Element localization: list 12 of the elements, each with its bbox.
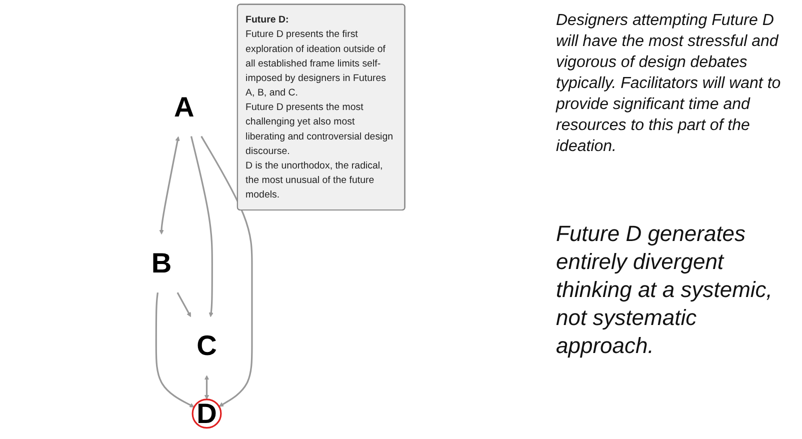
node-circle: D xyxy=(192,398,222,429)
italic-note: Future D generates entirely divergent thinking at a systemic, not systematic approach. xyxy=(556,220,774,360)
italic-note: Designers attempting Future D will have the most stressful and vigorous of design debates typically. Facilitators will want to provide significant time and resources to this part of the ideation. xyxy=(556,11,782,157)
arrow xyxy=(155,292,194,408)
arrow xyxy=(204,375,210,400)
arrow xyxy=(190,136,214,318)
node-text: A xyxy=(174,91,194,123)
node-text: B xyxy=(151,248,172,280)
arrow xyxy=(159,136,180,234)
arrow xyxy=(200,136,253,407)
arrow xyxy=(176,292,191,318)
node-text: C xyxy=(196,330,217,362)
